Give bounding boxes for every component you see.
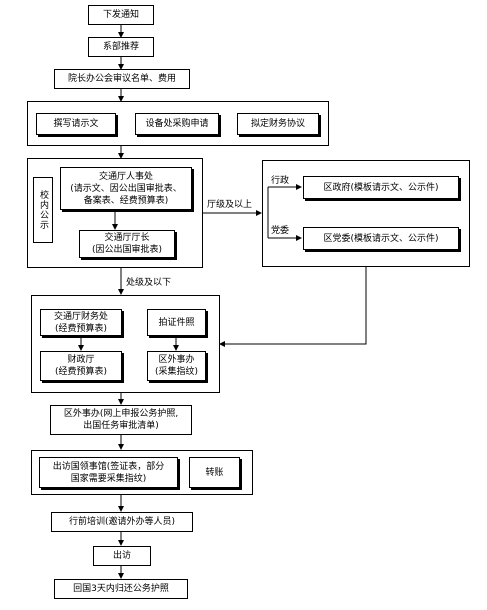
group-high-level (262, 160, 470, 267)
step-campus-notice: 校内公示 (33, 177, 53, 243)
step-visit-abroad: 出访 (93, 546, 151, 566)
label-party-committee: 党委 (271, 226, 290, 236)
step-online-passport-application: 区外事办(网上申报公务护照, 出国任务审批清单) (50, 405, 192, 435)
step-pre-departure-training: 行前培训(邀请外办等人员) (51, 512, 193, 532)
step-transport-hr: 交通厅人事处 (请示文、因公出国审批表、 备案表、经费预算表) (60, 167, 192, 210)
step-transfer-payment: 转账 (189, 457, 240, 488)
step-transport-finance: 交通厅财务处 (经费预算表) (40, 309, 122, 336)
group-preparation (27, 101, 329, 146)
edge-label-bureau-and-above: 厅级及以上 (207, 200, 253, 210)
step-id-photo: 拍证件照 (147, 309, 206, 336)
edge-label-division-and-below: 处级及以下 (126, 278, 172, 288)
step-equipment-purchase: 设备处采购申请 (135, 113, 219, 135)
step-foreign-affairs-fingerprint: 区外事办 (采集指纹) (147, 351, 206, 381)
step-return-passport: 回国3天内归还公务护照 (54, 579, 188, 599)
group-approval (27, 158, 203, 268)
arrow-right-return (219, 267, 367, 347)
step-department-recommend: 系部推荐 (88, 37, 154, 57)
step-district-party: 区党委(模板请示文、公示件) (303, 227, 459, 250)
step-write-request: 撰写请示文 (36, 113, 116, 135)
step-transport-director: 交通厅厅长 (因公出国审批表) (79, 230, 175, 258)
step-finance-agreement: 拟定财务协议 (237, 113, 319, 135)
campus-notice-label: 校内公示 (38, 190, 48, 230)
group-finance (31, 295, 220, 393)
step-finance-department: 财政厅 (经费预算表) (40, 351, 122, 381)
step-issue-notice: 下发通知 (88, 5, 154, 25)
step-district-government: 区政府(模板请示文、公示件) (303, 176, 459, 199)
step-president-meeting: 院长办公会审议名单、费用 (54, 69, 190, 89)
label-administration: 行政 (271, 176, 290, 186)
step-consulate-visa: 出访国领事馆(签证表，部分 国家需要采集指纹) (39, 457, 178, 488)
group-visa (31, 450, 253, 495)
